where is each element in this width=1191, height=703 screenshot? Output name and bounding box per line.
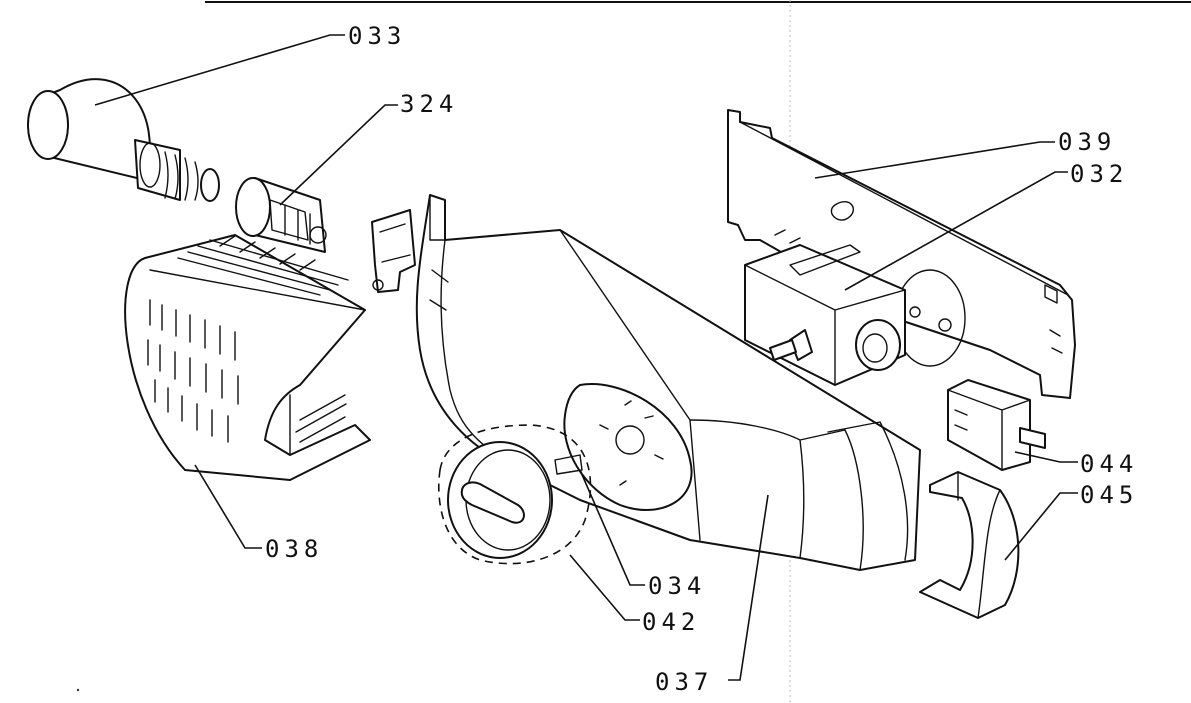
- leader-044: [1014, 451, 1078, 463]
- part-032-switch-block: [744, 244, 906, 386]
- leader-039: [814, 141, 1055, 179]
- part-045-end-cap: [919, 471, 1020, 619]
- scan-speck: [76, 688, 80, 692]
- callout-032: 032: [1070, 160, 1128, 188]
- callout-034: 034: [648, 572, 706, 600]
- leader-042: [569, 554, 640, 621]
- part-034-motor-plate: [554, 383, 693, 511]
- part-bracket-clip: [371, 209, 416, 293]
- part-042-fan-knob: [438, 424, 592, 565]
- leader-034: [579, 469, 645, 586]
- callout-033: 033: [348, 22, 406, 50]
- part-039-circuit-board: [727, 109, 1076, 399]
- leader-033: [94, 34, 345, 106]
- callout-044: 044: [1080, 450, 1138, 478]
- callout-324: 324: [400, 90, 458, 118]
- callout-038: 038: [265, 535, 323, 563]
- leader-032: [844, 171, 1068, 291]
- callout-037: 037: [655, 668, 713, 696]
- part-044-switch: [947, 379, 1046, 471]
- part-033-nozzle: [27, 78, 220, 202]
- leader-037: [728, 494, 769, 681]
- part-038-guard: [124, 234, 371, 481]
- callout-042: 042: [642, 608, 700, 636]
- callout-039: 039: [1058, 128, 1116, 156]
- leader-045: [1004, 492, 1078, 561]
- callout-045: 045: [1080, 481, 1138, 509]
- leader-038: [194, 464, 262, 549]
- leader-324: [279, 104, 398, 206]
- part-324-connector: [235, 177, 327, 253]
